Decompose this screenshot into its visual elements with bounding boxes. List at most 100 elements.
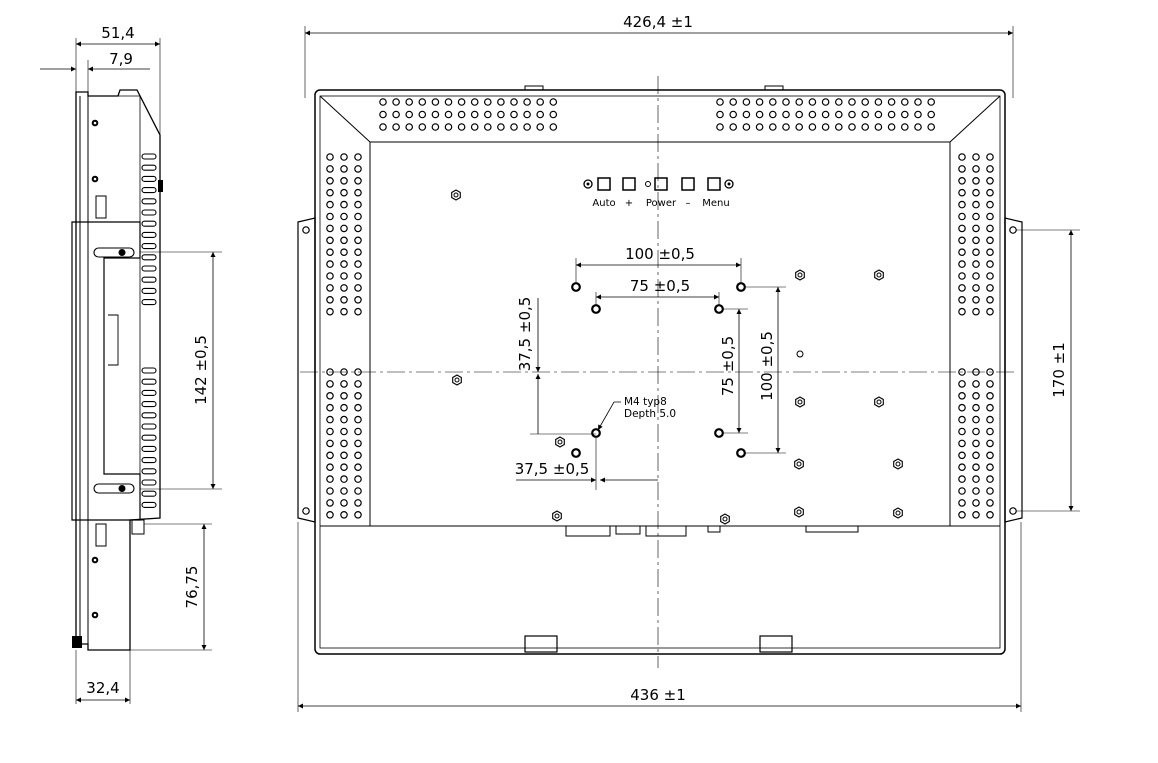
side-vent <box>141 378 157 385</box>
side-vent <box>141 287 157 294</box>
bracket-slot-lower <box>93 483 135 494</box>
vent-hole <box>326 284 334 292</box>
vent-hole <box>986 260 994 268</box>
dim-offset-37-5-h: 37,5 ±0,5 <box>515 460 590 478</box>
dim-vesa-100-v: 100 ±0,5 <box>758 331 776 401</box>
vent-hole <box>958 165 966 173</box>
label-power: Power <box>646 198 677 209</box>
vent-hole <box>972 403 980 412</box>
vent-hole <box>354 224 362 233</box>
vent-hole <box>986 487 994 495</box>
vent-hole <box>986 380 994 388</box>
vent-hole <box>795 98 804 106</box>
vent-hole <box>326 200 334 209</box>
vent-hole <box>405 98 414 106</box>
vent-hole <box>958 236 966 245</box>
vent-hole <box>958 272 966 280</box>
vent-hole <box>510 110 518 119</box>
vent-hole <box>340 403 348 412</box>
vent-hole <box>986 284 994 292</box>
side-vent <box>141 153 157 160</box>
vent-hole <box>972 487 980 495</box>
vent-hole <box>986 153 994 161</box>
vent-hole <box>958 248 966 257</box>
vent-hole <box>340 451 348 460</box>
dim-front-top-width: 426,4 ±1 <box>623 13 693 31</box>
vent-hole <box>972 248 980 257</box>
vent-hole <box>405 123 414 131</box>
side-mounting-bracket <box>71 221 141 521</box>
screw-icon <box>893 507 903 519</box>
side-vent <box>141 187 157 194</box>
vent-hole <box>483 123 492 131</box>
screw-icon <box>874 269 884 281</box>
vent-hole <box>326 380 334 388</box>
vent-hole <box>549 110 558 119</box>
side-dimensions <box>40 38 222 704</box>
side-vent <box>141 254 157 261</box>
vent-hole <box>958 380 966 388</box>
vent-hole <box>431 110 440 119</box>
vent-hole <box>972 499 980 507</box>
vent-hole <box>340 272 348 280</box>
vent-hole <box>510 123 518 131</box>
vent-hole <box>379 123 387 131</box>
vent-hole <box>795 110 804 119</box>
vesa-hole <box>591 428 601 438</box>
screw-icon <box>893 458 903 470</box>
vent-hole <box>340 295 348 304</box>
vent-hole <box>972 165 980 173</box>
vent-hole <box>354 295 362 304</box>
vent-hole <box>326 165 334 173</box>
vent-hole <box>354 212 362 221</box>
vent-hole <box>768 98 777 106</box>
vent-hole <box>972 415 980 424</box>
vent-hole <box>392 110 400 119</box>
vent-hole <box>340 510 348 519</box>
vent-hole <box>958 188 966 197</box>
vent-hole <box>354 307 362 316</box>
vent-hole <box>326 427 334 436</box>
side-vent <box>141 299 157 306</box>
vent-hole <box>405 110 414 119</box>
dim-vesa-75-v: 75 ±0,5 <box>719 336 737 396</box>
vent-hole <box>354 153 362 161</box>
vent-hole <box>848 123 856 131</box>
vent-hole <box>326 510 334 519</box>
vent-hole <box>326 403 334 412</box>
vent-hole <box>900 110 909 119</box>
left-mount-ear <box>297 217 316 523</box>
vent-hole <box>326 391 334 400</box>
vent-hole <box>326 248 334 257</box>
vent-hole <box>986 427 994 436</box>
side-vent <box>141 209 157 216</box>
vent-hole <box>392 123 400 131</box>
vent-hole <box>326 499 334 507</box>
vent-hole <box>972 451 980 460</box>
vent-hole <box>972 272 980 280</box>
vent-hole <box>354 499 362 507</box>
dim-side-lower: 76,75 <box>183 566 201 609</box>
dim-front-height: 170 ±1 <box>1050 342 1068 398</box>
vent-hole <box>795 123 804 131</box>
vent-hole <box>821 98 830 106</box>
vent-hole <box>900 123 909 131</box>
vent-hole <box>326 439 334 448</box>
vent-hole <box>716 123 724 131</box>
osd-buttons <box>583 177 734 191</box>
vent-hole <box>821 110 830 119</box>
vent-hole <box>958 415 966 424</box>
screw-icon <box>452 374 462 386</box>
vent-hole <box>834 110 843 119</box>
screw-icon <box>720 513 730 525</box>
vent-hole <box>986 200 994 209</box>
vent-hole <box>431 98 440 106</box>
vesa-hole <box>736 282 746 292</box>
vent-hole <box>716 110 724 119</box>
vent-hole <box>986 272 994 280</box>
dim-front-bottom-width: 436 ±1 <box>630 686 686 704</box>
vent-hole <box>914 98 922 106</box>
vent-hole <box>986 439 994 448</box>
vent-hole <box>497 98 505 106</box>
vent-hole <box>483 110 492 119</box>
